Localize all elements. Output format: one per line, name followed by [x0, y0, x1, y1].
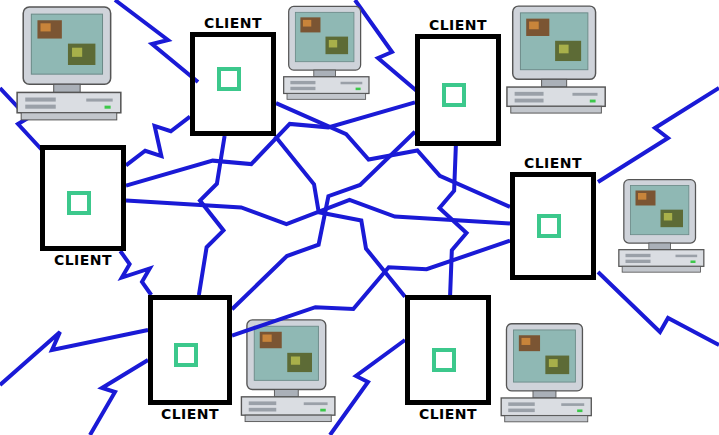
network-connector — [232, 241, 510, 336]
network-connector — [276, 103, 510, 207]
client-label: CLIENT — [51, 252, 115, 268]
network-line — [598, 88, 719, 182]
computer-illustration — [241, 320, 334, 422]
network-line — [0, 330, 148, 385]
network-port — [442, 83, 466, 107]
network-connector — [126, 200, 510, 224]
network-port — [217, 67, 241, 91]
computer-illustration — [507, 6, 605, 113]
network-line — [115, 0, 198, 82]
network-port — [537, 214, 561, 238]
network-connector — [120, 251, 151, 295]
network-connector — [126, 117, 190, 166]
network-port — [174, 343, 198, 367]
client-label: CLIENT — [158, 406, 222, 422]
client-label: CLIENT — [426, 17, 490, 33]
network-line — [598, 272, 719, 345]
network-port — [432, 348, 456, 372]
client-box: CLIENT — [405, 295, 491, 405]
network-line — [330, 340, 405, 435]
computer-illustration — [501, 324, 591, 422]
computer-illustration — [17, 7, 121, 120]
computer-illustration — [619, 180, 704, 272]
client-label: CLIENT — [521, 155, 585, 171]
client-label: CLIENT — [201, 15, 265, 31]
client-box: CLIENT — [40, 145, 126, 251]
computer-illustration — [284, 6, 369, 99]
network-port — [67, 191, 91, 215]
client-box: CLIENT — [148, 295, 232, 405]
client-box: CLIENT — [415, 34, 501, 146]
network-line — [90, 360, 148, 435]
client-box: CLIENT — [190, 32, 276, 136]
client-box: CLIENT — [510, 172, 596, 280]
client-label: CLIENT — [416, 406, 480, 422]
network-connector — [232, 132, 415, 310]
